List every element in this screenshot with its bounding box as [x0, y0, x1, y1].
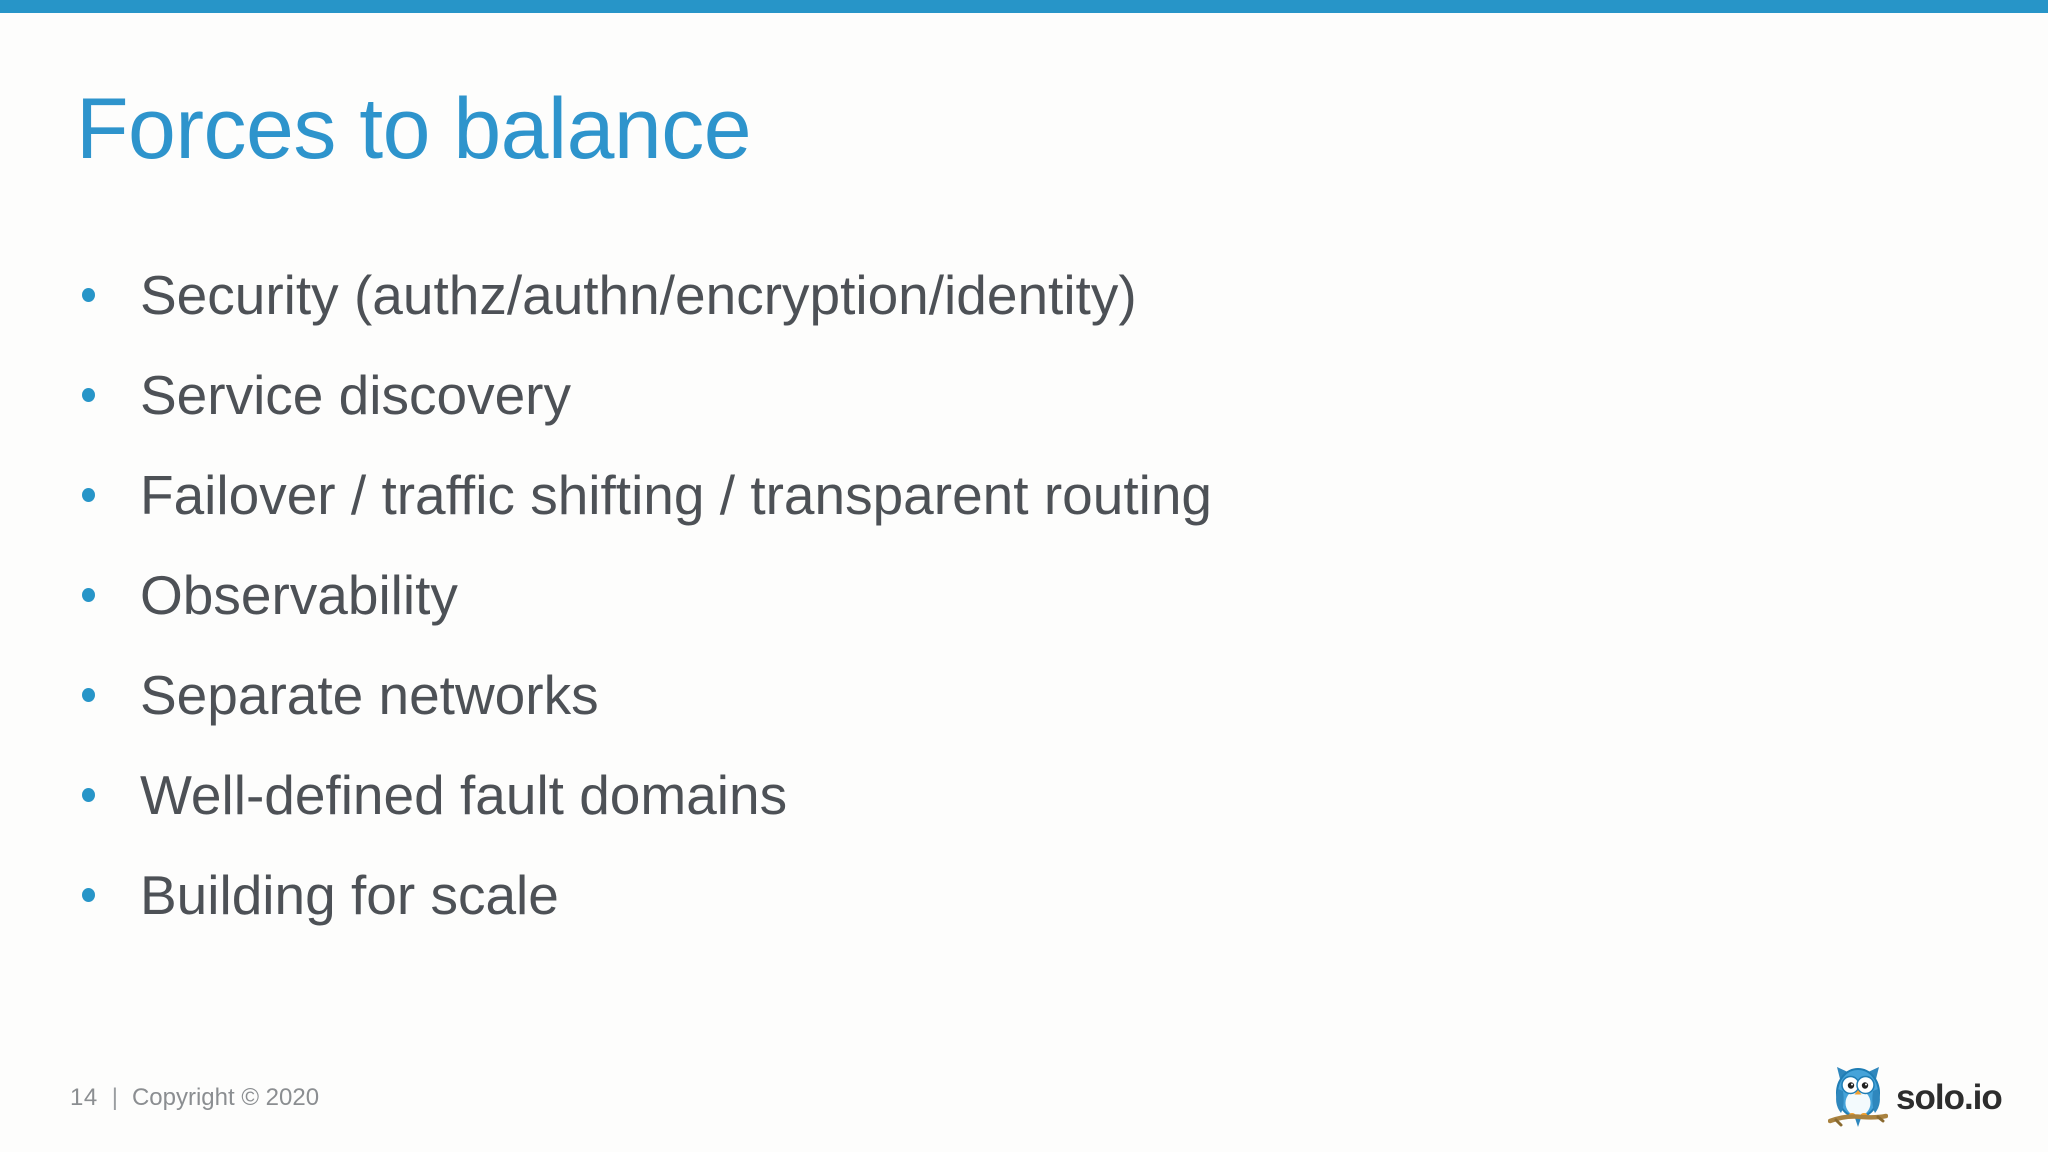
bullet-text: Observability [140, 563, 458, 626]
bullet-dot-icon [82, 888, 95, 902]
page-number: 14 [70, 1084, 98, 1111]
bullet-dot-icon [82, 388, 95, 402]
bullet-item: Security (authz/authn/encryption/identit… [0, 245, 1800, 345]
bullet-dot-icon [82, 688, 95, 702]
bullet-text: Security (authz/authn/encryption/identit… [140, 263, 1137, 326]
bullet-text: Building for scale [140, 863, 559, 926]
top-accent-bar [0, 0, 2048, 13]
logo-text: solo.io [1896, 1078, 2003, 1117]
footer-separator: | [111, 1084, 118, 1111]
bullet-text: Separate networks [140, 663, 599, 726]
bullet-dot-icon [82, 488, 95, 502]
bullet-dot-icon [82, 588, 95, 602]
bullet-list: Security (authz/authn/encryption/identit… [0, 245, 1800, 945]
bullet-item: Well-defined fault domains [0, 745, 1800, 845]
bullet-item: Failover / traffic shifting / transparen… [0, 445, 1800, 545]
bullet-text: Well-defined fault domains [140, 763, 788, 826]
bullet-item: Service discovery [0, 345, 1800, 445]
bullet-item: Building for scale [0, 845, 1800, 945]
bullet-item: Separate networks [0, 645, 1800, 745]
bullet-item: Observability [0, 545, 1800, 645]
bullet-dot-icon [82, 288, 95, 302]
slide-title: Forces to balance [76, 81, 752, 177]
bullet-dot-icon [82, 788, 95, 802]
solo-io-logo: solo.io [1828, 1062, 2003, 1130]
owl-on-branch-icon [1828, 1067, 1888, 1127]
bullet-text: Failover / traffic shifting / transparen… [140, 463, 1212, 526]
copyright-text: Copyright © 2020 [131, 1084, 320, 1111]
footer: 14 | Copyright © 2020 [70, 1084, 319, 1112]
bullet-text: Service discovery [140, 363, 571, 426]
